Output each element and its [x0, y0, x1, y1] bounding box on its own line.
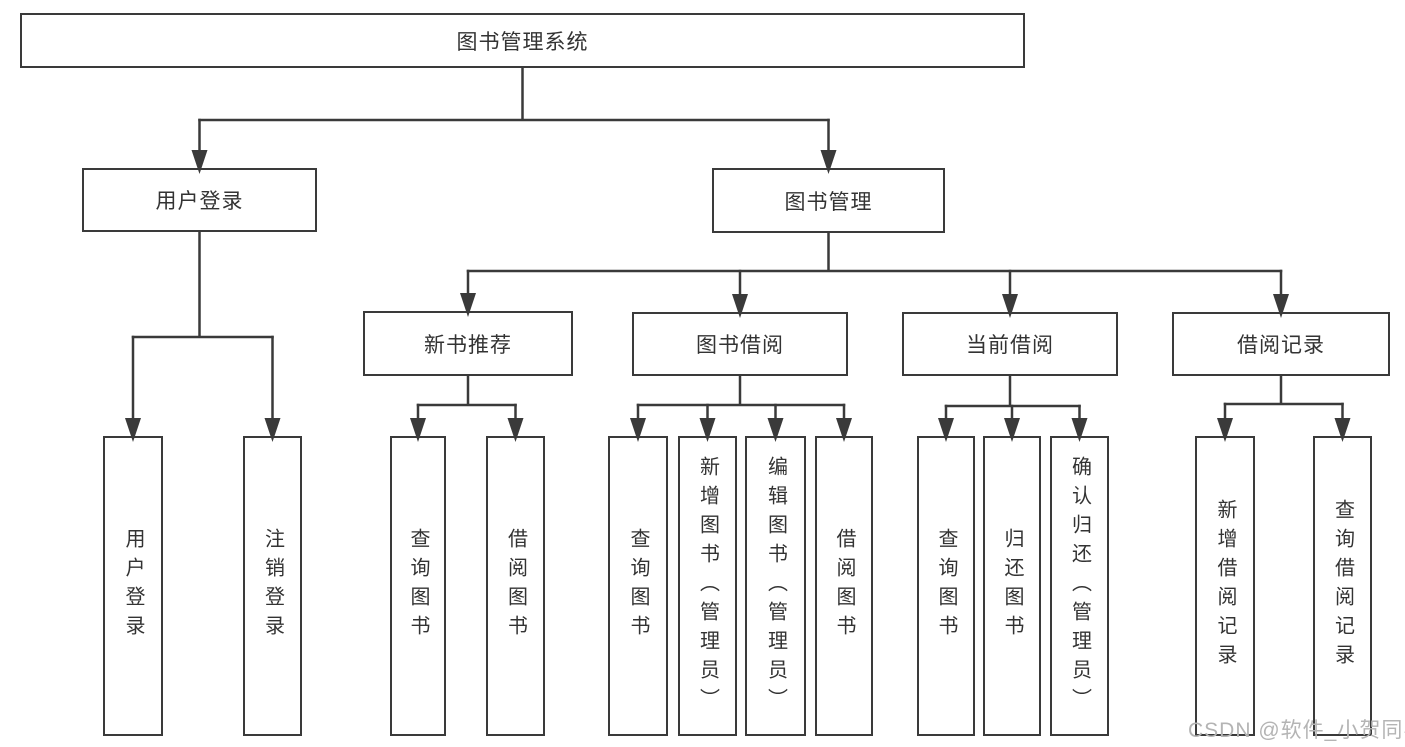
node-label-leaf-return-book: 归还图书 — [1001, 528, 1023, 644]
node-label-current-borrow: 当前借阅 — [966, 334, 1054, 357]
node-label-borrow-records: 借阅记录 — [1237, 334, 1325, 357]
node-leaf-return-book: 归还图书 — [983, 436, 1041, 736]
node-label-leaf-confirm-return: 确认归还（管理员） — [1068, 455, 1091, 717]
node-label-book-borrow: 图书借阅 — [696, 334, 784, 357]
node-label-leaf-user-login: 用户登录 — [122, 528, 144, 644]
node-leaf-logout: 注销登录 — [243, 436, 302, 736]
node-leaf-query-book-3: 查询图书 — [917, 436, 975, 736]
node-label-leaf-borrow-book-2: 借阅图书 — [833, 528, 855, 644]
node-leaf-query-book-2: 查询图书 — [608, 436, 668, 736]
node-leaf-add-borrow-record: 新增借阅记录 — [1195, 436, 1255, 736]
node-label-leaf-logout: 注销登录 — [261, 528, 284, 644]
node-leaf-query-borrow-record: 查询借阅记录 — [1313, 436, 1372, 736]
node-root: 图书管理系统 — [20, 13, 1025, 68]
node-leaf-user-login: 用户登录 — [103, 436, 163, 736]
node-leaf-confirm-return: 确认归还（管理员） — [1050, 436, 1109, 736]
node-label-new-book-rec: 新书推荐 — [424, 333, 512, 357]
node-leaf-edit-book: 编辑图书（管理员） — [745, 436, 806, 736]
node-label-leaf-add-book: 新增图书（管理员） — [696, 455, 719, 717]
node-new-book-rec: 新书推荐 — [363, 311, 573, 376]
node-user-login: 用户登录 — [82, 168, 317, 232]
node-label-leaf-query-borrow-record: 查询借阅记录 — [1331, 499, 1354, 673]
node-current-borrow: 当前借阅 — [902, 312, 1118, 376]
node-label-leaf-edit-book: 编辑图书（管理员） — [764, 455, 787, 717]
node-label-leaf-query-book-3: 查询图书 — [935, 528, 957, 644]
node-leaf-borrow-book-2: 借阅图书 — [815, 436, 873, 736]
node-label-leaf-borrow-book-1: 借阅图书 — [504, 528, 527, 644]
node-label-root: 图书管理系统 — [456, 30, 589, 54]
node-leaf-borrow-book-1: 借阅图书 — [486, 436, 545, 736]
node-leaf-add-book: 新增图书（管理员） — [678, 436, 737, 736]
node-leaf-query-book-1: 查询图书 — [390, 436, 446, 736]
node-label-leaf-query-book-2: 查询图书 — [627, 528, 649, 644]
node-label-leaf-add-borrow-record: 新增借阅记录 — [1214, 499, 1236, 673]
node-book-borrow: 图书借阅 — [632, 312, 848, 376]
csdn-watermark: CSDN @软件_小贺同学 — [1188, 719, 1405, 742]
node-label-user-login: 用户登录 — [155, 190, 244, 213]
node-borrow-records: 借阅记录 — [1172, 312, 1390, 376]
node-book-mgmt: 图书管理 — [712, 168, 945, 233]
node-label-leaf-query-book-1: 查询图书 — [407, 528, 429, 644]
node-label-book-mgmt: 图书管理 — [784, 190, 873, 214]
